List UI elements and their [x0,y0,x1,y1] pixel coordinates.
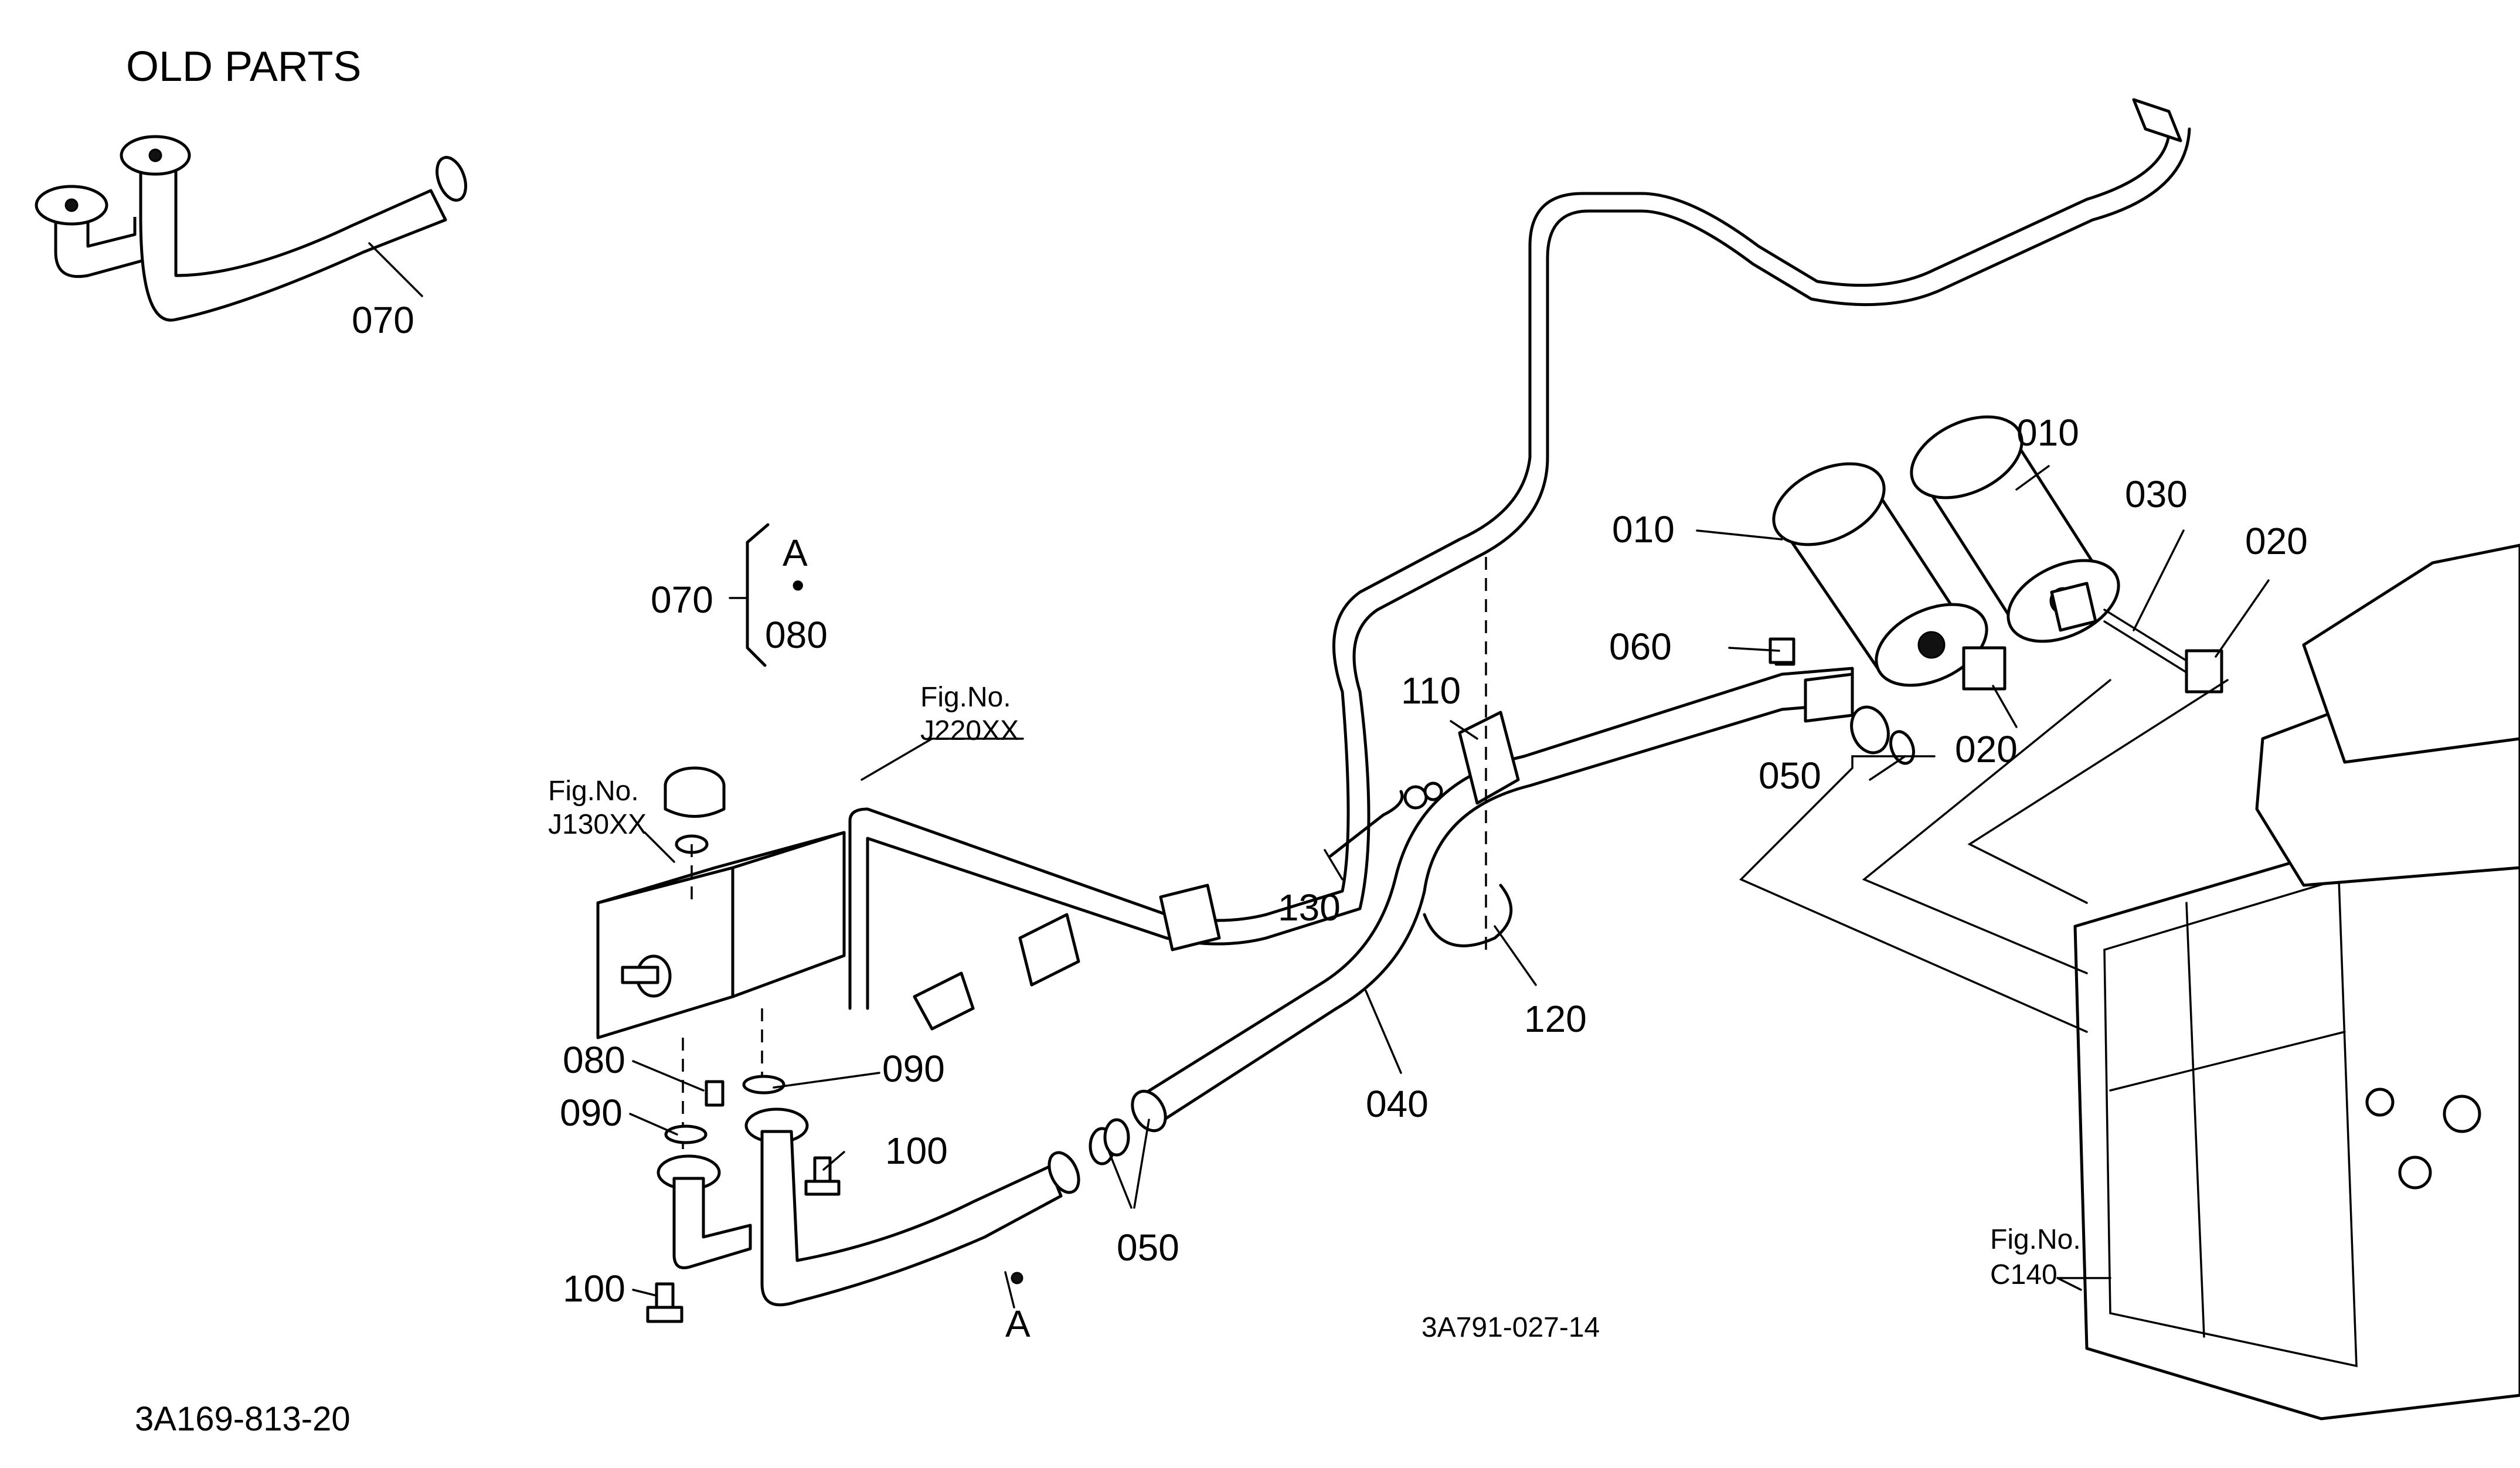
point-a-label: A [1005,1303,1031,1345]
brace-a: A [783,532,808,574]
old-parts-title: OLD PARTS [126,43,361,90]
callout-050-lower: 050 [1117,1226,1179,1269]
callout-110: 110 [1401,670,1461,712]
return-tube [848,98,2191,1031]
callout-120: 120 [1524,998,1587,1040]
callout-100-left: 100 [563,1267,625,1310]
callout-010-right: 010 [2016,412,2079,454]
fig-ref-j130-code: J130XX [548,809,647,840]
fig-ref-c140-label: Fig.No. [1990,1224,2081,1255]
fig-ref-j220-code: J220XX [920,715,1019,746]
callout-020-right: 020 [2245,520,2308,562]
fig-ref-c140-code: C140 [1990,1259,2058,1290]
filter-elements [1769,415,2223,694]
callout-130: 130 [1278,886,1341,929]
transmission-case [2073,543,2520,1421]
callout-060: 060 [1609,626,1672,668]
callout-010-left: 010 [1612,508,1675,550]
brace-dot: • [791,564,804,606]
clamp-parts [1329,557,1520,950]
option-brace [729,523,770,667]
hydraulic-pump [596,766,846,1149]
callout-050-upper: 050 [1759,755,1821,797]
callout-070-old: 070 [352,299,414,341]
callout-040: 040 [1366,1083,1429,1125]
leader-lines [629,465,2270,1309]
fig-ref-j130-label: Fig.No. [548,776,639,807]
pump-fittings [646,1075,1130,1323]
brace-080: 080 [765,614,828,656]
callout-100-right: 100 [885,1130,948,1172]
callout-090-right: 090 [882,1048,945,1090]
sheet-code: 3A169-813-20 [135,1400,351,1438]
fig-ref-j220-label: Fig.No. [920,682,1011,713]
callout-030: 030 [2125,473,2188,515]
brace-070: 070 [651,579,713,621]
illustration-code: 3A791-027-14 [1421,1312,1600,1343]
pipe-040 [1131,640,1915,1133]
callout-080: 080 [563,1039,625,1081]
callout-090-left: 090 [560,1092,623,1134]
callout-020-mid: 020 [1955,728,2018,770]
old-pipe-070 [35,135,467,322]
